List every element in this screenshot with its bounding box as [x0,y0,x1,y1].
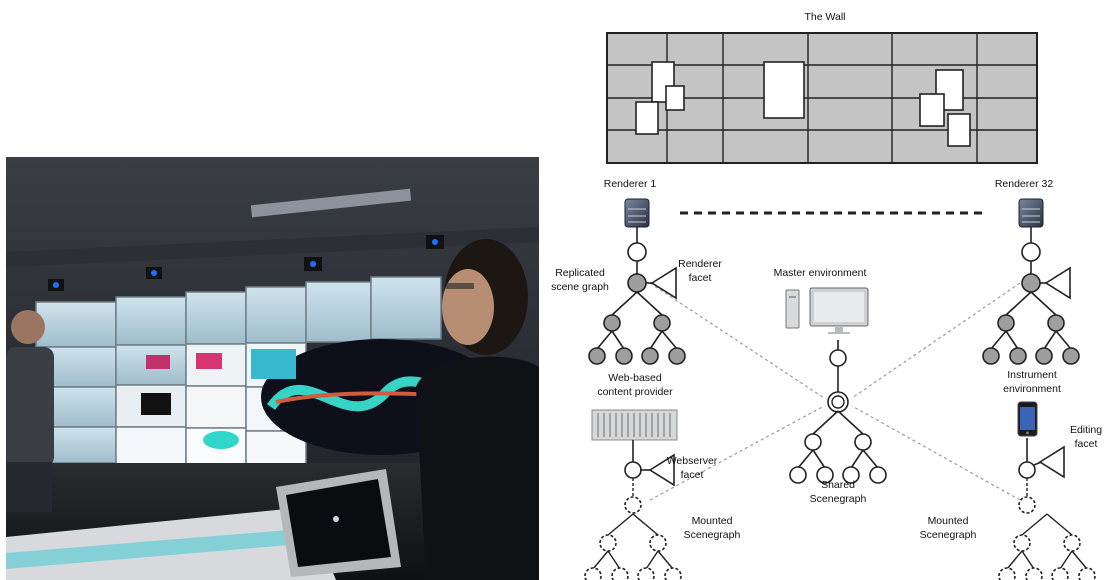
mounted-scenegraph-right-label-1: Mounted [928,515,969,527]
renderer-facet-label-1: Renderer [678,258,722,270]
wall-title: The Wall [804,11,845,23]
renderer-facet-label-2: facet [689,272,712,284]
webserver-facet-icon [648,453,675,487]
renderer-32-label: Renderer 32 [995,178,1054,190]
architecture-diagram: The Wall Renderer 1 Renderer 32 [551,11,1102,580]
webserver-facet-label-2: facet [681,469,704,481]
replicated-scene-graph-label-1: Replicated [555,267,605,279]
dotted-connections [649,282,1021,501]
webserver-mounted-scenegraph [584,440,682,580]
master-environment-label: Master environment [774,267,867,279]
renderer-1-server-icon [624,198,650,228]
shared-scenegraph [789,340,887,484]
renderer-facet-icon [650,266,677,300]
phone-icon [1017,401,1038,437]
shared-scenegraph-label-2: Scenegraph [810,493,867,505]
editing-facet-icon [1038,445,1065,479]
instrument-mounted-scenegraph [998,438,1096,580]
wall-windows [635,61,971,147]
webserver-facet-label-1: Webserver [667,455,718,467]
shared-scenegraph-label-1: Shared [821,479,855,491]
display-wall-photo [6,157,539,580]
renderer-1-label: Renderer 1 [604,178,657,190]
instrument-environment-label-1: Instrument [1007,369,1057,381]
workstation-icon [785,287,869,334]
server-rack-icon [591,409,678,441]
mounted-scenegraph-right-label-2: Scenegraph [920,529,977,541]
editing-facet-label-2: facet [1075,438,1098,450]
editing-facet-label-1: Editing [1070,424,1102,436]
renderer-32-scene-graph [982,227,1080,365]
mounted-scenegraph-left-label-2: Scenegraph [684,529,741,541]
web-content-provider-label-2: content provider [597,386,673,398]
instrument-environment-label-2: environment [1003,383,1061,395]
replicated-scene-graph-label-2: scene graph [551,281,609,293]
web-content-provider-label-1: Web-based [608,372,662,384]
mounted-scenegraph-left-label-1: Mounted [692,515,733,527]
renderer-1-scene-graph [588,227,686,365]
renderer-32-server-icon [1018,198,1044,228]
